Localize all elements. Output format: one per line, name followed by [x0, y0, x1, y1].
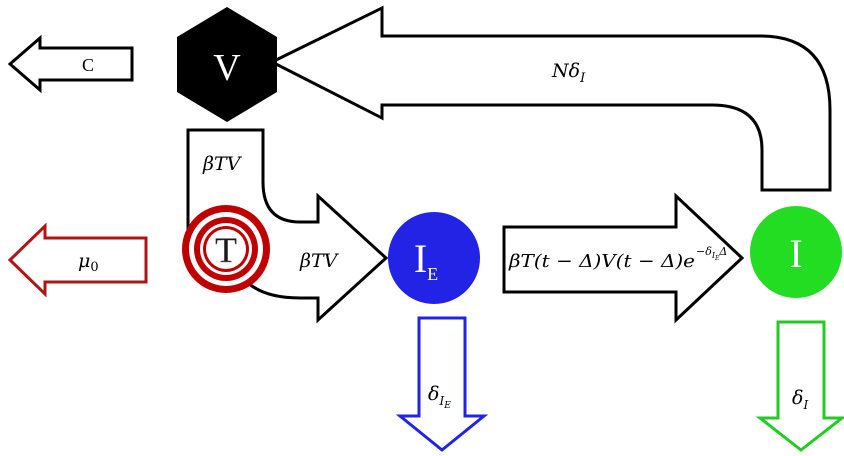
target-death-arrow: μ0	[7, 222, 148, 298]
eclipse-death-arrow: δIE	[395, 316, 489, 452]
infection-tv-label: βTV	[202, 153, 243, 175]
virus-production-arrow: NδI	[268, 5, 832, 192]
eclipse-cell-node: IE	[388, 212, 480, 304]
eclipse-transition-label: βT(t − Δ)V(t − Δ)e	[508, 251, 695, 272]
eclipse-transition-exponent: −δIEΔ	[696, 245, 727, 262]
virus-node: V	[177, 7, 277, 122]
eclipse-transition-arrow: βT(t − Δ)V(t − Δ)e −δIEΔ	[502, 192, 745, 324]
virus-clearance-label: C	[82, 55, 94, 75]
target-cell-label: T	[215, 230, 237, 270]
infected-cell-node: I	[750, 206, 842, 298]
eclipse-cell-label: IE	[414, 236, 438, 284]
eclipse-death-label: δIE	[428, 383, 451, 411]
virus-clearance-arrow: C	[7, 34, 134, 94]
infected-cell-label: I	[789, 231, 802, 276]
infected-death-label: δI	[792, 387, 808, 412]
virus-node-label: V	[213, 47, 241, 89]
infection-to-eclipse-label: βTV	[299, 250, 340, 272]
target-cell-node: T	[182, 205, 270, 293]
infected-death-arrow: δI	[755, 320, 844, 452]
virus-production-label: NδI	[551, 60, 586, 86]
target-death-label: μ0	[78, 250, 99, 275]
